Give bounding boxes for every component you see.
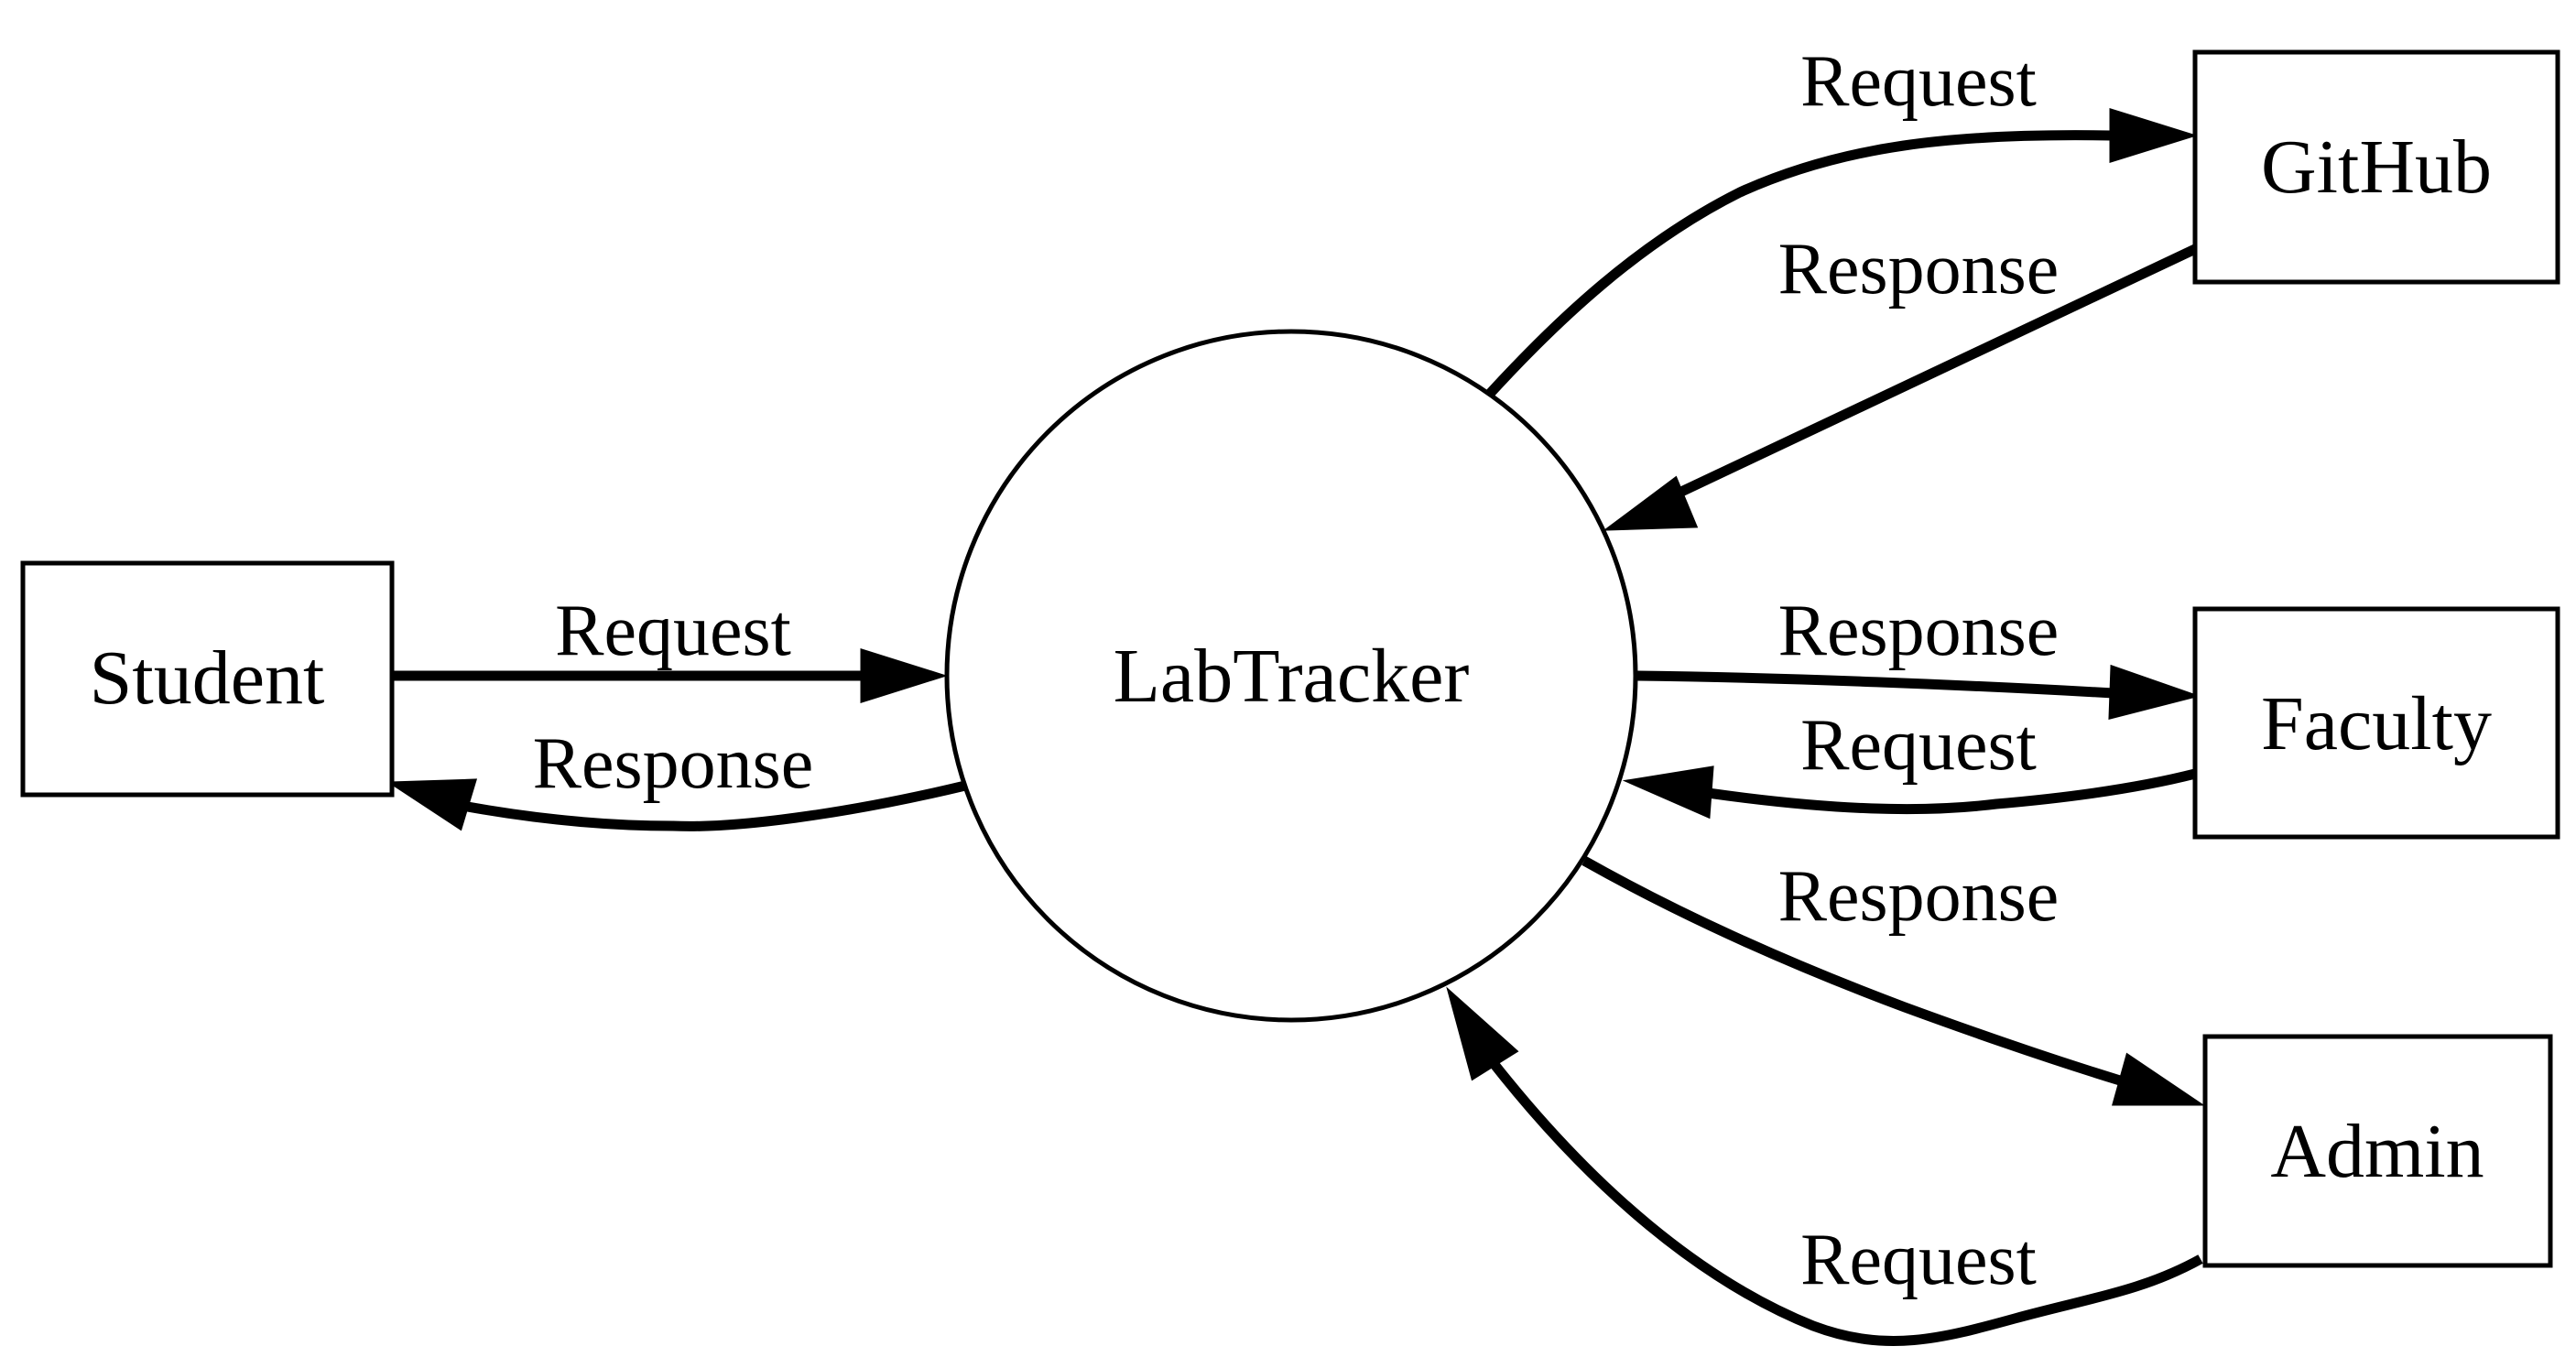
arrow-head xyxy=(2108,664,2201,720)
arrow-head xyxy=(386,778,478,831)
entity-box xyxy=(2192,49,2560,285)
arrow-head xyxy=(2112,1052,2205,1106)
entity-box xyxy=(20,560,395,798)
flow-line xyxy=(1488,1059,2203,1346)
flow-label: Request xyxy=(1800,1220,2037,1300)
flow-line xyxy=(1636,670,2114,699)
process-label: LabTracker xyxy=(1114,634,1470,719)
flow-label: Request xyxy=(555,591,791,671)
flow-line xyxy=(1581,856,2122,1086)
flow-label: Response xyxy=(1778,229,2060,309)
arrow-head xyxy=(2109,107,2199,164)
process-labtracker: LabTracker xyxy=(944,329,1638,1023)
flow-label: Response xyxy=(1778,591,2060,671)
entity-github: GitHub xyxy=(2192,49,2560,285)
flow-labtracker-to-admin: Response xyxy=(1581,856,2205,1106)
flow-line xyxy=(1484,130,2112,399)
flow-labtracker-to-github: Request xyxy=(1484,41,2199,399)
flow-label: Request xyxy=(1800,41,2037,122)
flow-label: Response xyxy=(533,723,814,804)
arrow-head xyxy=(1622,765,1714,820)
entity-label: GitHub xyxy=(2261,125,2492,210)
flow-faculty-to-labtracker: Request xyxy=(1622,705,2197,820)
flow-student-to-labtracker: Request xyxy=(392,591,948,704)
flow-labtracker-to-student: Response xyxy=(386,723,967,831)
flow-github-to-labtracker: Response xyxy=(1603,229,2198,531)
arrow-head xyxy=(1603,475,1699,531)
entity-student: Student xyxy=(20,560,395,798)
flow-labtracker-to-faculty: Response xyxy=(1636,591,2201,720)
arrow-head xyxy=(860,647,948,704)
flow-line xyxy=(1679,244,2198,496)
flow-line xyxy=(1707,768,2197,815)
entity-box xyxy=(2192,606,2560,840)
arrow-head xyxy=(1446,986,1519,1081)
entity-admin: Admin xyxy=(2202,1034,2553,1268)
entity-faculty: Faculty xyxy=(2192,606,2560,840)
entity-label: Admin xyxy=(2270,1109,2484,1194)
flow-line xyxy=(462,780,967,831)
entity-box xyxy=(2202,1034,2553,1268)
flow-admin-to-labtracker: Request xyxy=(1446,986,2203,1346)
entity-label: Faculty xyxy=(2261,681,2492,766)
process-circle xyxy=(944,329,1638,1023)
entity-label: Student xyxy=(90,635,325,721)
flow-label: Request xyxy=(1800,705,2037,786)
flow-label: Response xyxy=(1778,856,2060,937)
